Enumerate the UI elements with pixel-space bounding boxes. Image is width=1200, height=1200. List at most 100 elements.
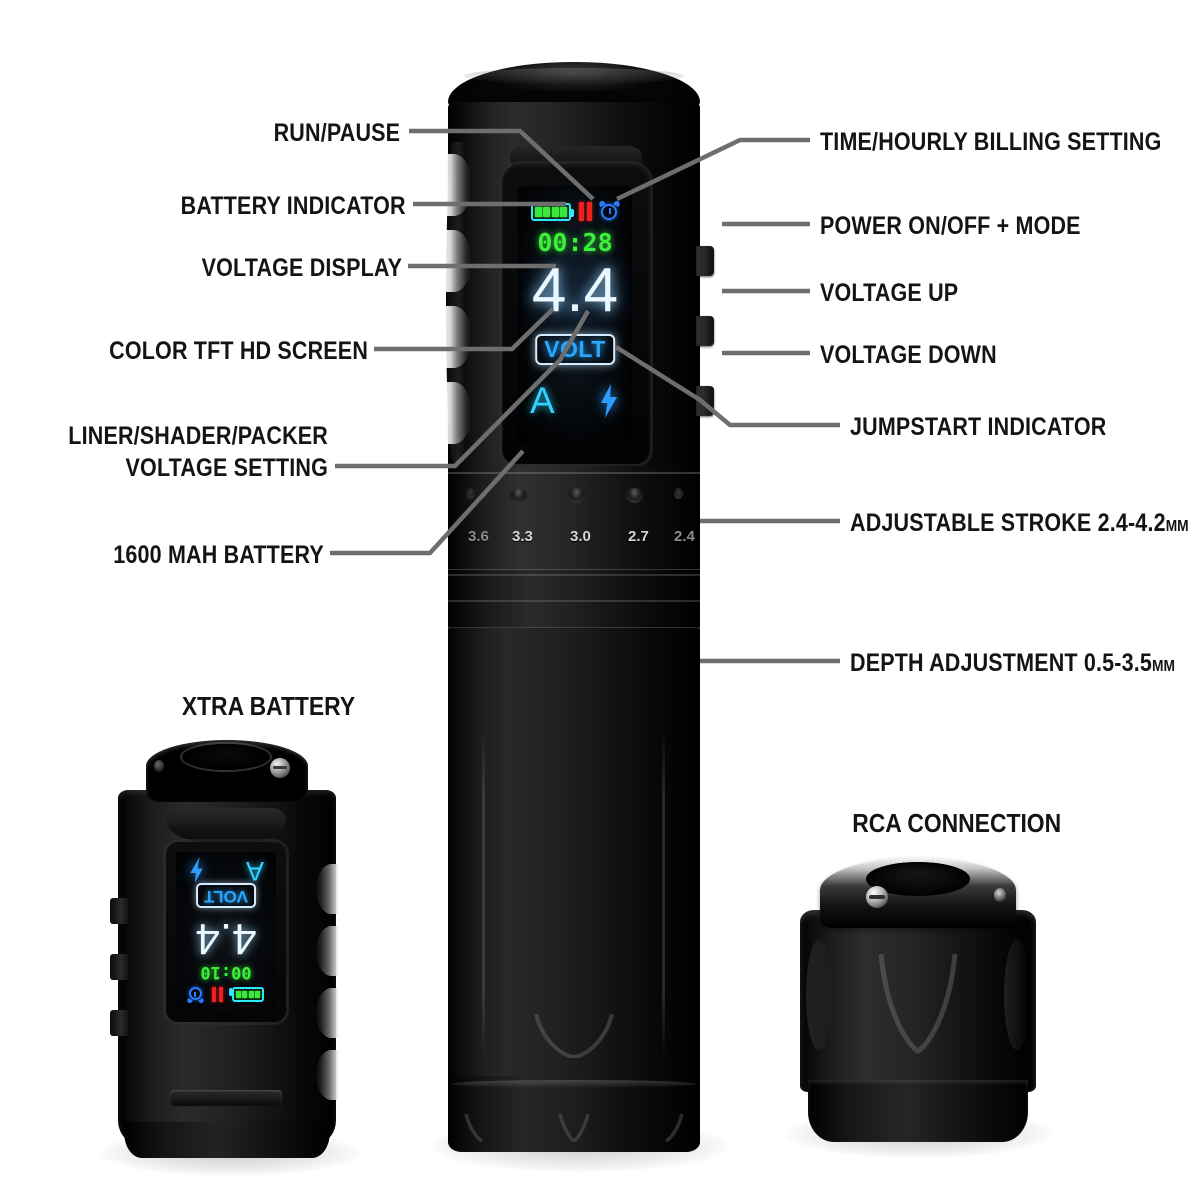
xtra-button[interactable] <box>110 1010 128 1036</box>
callout-voltage-setting-line1: LINER/SHADER/PACKER <box>68 422 328 450</box>
v-groove <box>875 954 961 1054</box>
adjustable-stroke-dial[interactable]: 3.6 3.3 3.0 2.7 2.4 <box>448 466 700 576</box>
rca-body <box>800 910 1036 1092</box>
xtra-contact-slot <box>170 1090 282 1106</box>
caption-rca-connection: RCA CONNECTION <box>852 808 1062 838</box>
grip-ridge <box>446 306 472 368</box>
grip-ridge <box>316 988 338 1038</box>
stroke-value: 3.3 <box>512 528 533 545</box>
voltage-up-button[interactable] <box>696 316 714 346</box>
pause-icon <box>212 987 223 1002</box>
xtra-button[interactable] <box>110 954 128 980</box>
grip-ridge <box>446 382 472 444</box>
xtra-volt-unit-badge: VOLT <box>195 883 257 908</box>
stroke-value: 3.6 <box>468 528 489 545</box>
grip-groove <box>482 728 485 1058</box>
voltage-down-button[interactable] <box>696 386 714 416</box>
alarm-clock-icon[interactable] <box>598 199 621 221</box>
body-highlight <box>806 940 832 1050</box>
callout-jumpstart-indicator: JUMPSTART INDICATOR <box>850 413 1107 441</box>
dial-hole <box>626 488 643 503</box>
callout-time-hourly-billing: TIME/HOURLY BILLING SETTING <box>820 128 1162 156</box>
lightning-bolt-icon <box>188 857 205 884</box>
pause-icon[interactable] <box>579 202 592 221</box>
mode-letter: A <box>530 380 555 421</box>
xtra-status-row <box>176 987 276 1004</box>
callout-depth-adjustment-text: DEPTH ADJUSTMENT 0.5-3.5 <box>850 649 1153 677</box>
callout-adjustable-stroke-text: ADJUSTABLE STROKE 2.4-4.2 <box>850 509 1166 537</box>
collar-screw <box>154 760 164 772</box>
callout-battery-capacity: 1600 MAH BATTERY <box>113 541 324 569</box>
xtra-battery-module: 00:10 4.4 VOLT A <box>110 740 338 1160</box>
depth-adjustment-grip[interactable] <box>448 628 700 1098</box>
dial-edge-line <box>448 472 700 474</box>
stroke-value: 2.7 <box>628 528 649 545</box>
v-groove <box>557 1114 591 1142</box>
stroke-value: 2.4 <box>674 528 695 545</box>
collar-bore <box>182 744 270 770</box>
battery-full-icon <box>531 202 574 221</box>
rca-base <box>808 1080 1028 1142</box>
xtra-battery-base <box>124 1122 330 1158</box>
mode-letter: A <box>245 856 264 886</box>
callout-adjustable-stroke-unit: MM <box>1165 518 1189 535</box>
callout-voltage-up: VOLTAGE UP <box>820 279 959 307</box>
xtra-button[interactable] <box>110 898 128 924</box>
xtra-battery-collar <box>146 740 308 802</box>
collar-line <box>448 574 700 576</box>
pen-collar <box>448 570 700 632</box>
pen-upper-barrel: 00:28 4.4 VOLT A <box>446 102 714 474</box>
body-highlight <box>1004 940 1030 1050</box>
xtra-battery-screen[interactable]: 00:10 4.4 VOLT A <box>176 852 276 1012</box>
callout-run-pause: RUN/PAUSE <box>273 119 400 147</box>
v-groove <box>464 1114 498 1142</box>
screen-status-row <box>518 199 632 221</box>
base-highlight <box>452 1080 696 1088</box>
power-on-off-mode-button[interactable] <box>696 246 714 276</box>
grip-ridge <box>316 926 338 976</box>
volt-unit-badge: VOLT <box>535 334 615 366</box>
callout-power-on-off-mode: POWER ON/OFF + MODE <box>820 212 1081 240</box>
xtra-voltage-readout: 4.4 <box>195 914 257 963</box>
xtra-battery-body: 00:10 4.4 VOLT A <box>110 790 338 1142</box>
xtra-timer-readout: 00:10 <box>200 962 252 982</box>
v-groove <box>533 1014 615 1058</box>
callout-voltage-display: VOLTAGE DISPLAY <box>201 254 402 282</box>
timer-readout: 00:28 <box>537 228 613 257</box>
rca-collar <box>820 858 1016 928</box>
grip-ridge <box>446 230 472 292</box>
xtra-mode-row: A <box>188 856 264 886</box>
callout-color-tft-hd-screen: COLOR TFT HD SCREEN <box>109 337 368 365</box>
color-tft-hd-screen[interactable]: 00:28 4.4 VOLT A <box>518 186 632 442</box>
dial-hole <box>568 488 585 503</box>
alarm-clock-icon <box>186 987 205 1004</box>
screen-mode-row: A <box>530 382 620 419</box>
grip-ridge <box>316 864 338 914</box>
dial-hole <box>466 488 475 499</box>
dial-hole <box>510 488 527 503</box>
callout-voltage-setting-line2: VOLTAGE SETTING <box>125 454 329 482</box>
battery-full-icon <box>232 987 264 1002</box>
callout-voltage-setting: LINER/SHADER/PACKER VOLTAGE SETTING <box>53 420 328 484</box>
callout-depth-adjustment-unit: MM <box>1152 658 1175 675</box>
dial-hole <box>674 488 683 499</box>
pen-base-ring <box>448 1076 700 1152</box>
v-groove <box>650 1114 684 1142</box>
callout-battery-indicator: BATTERY INDICATOR <box>180 192 406 220</box>
xtra-screen-hood <box>166 808 286 842</box>
callout-adjustable-stroke: ADJUSTABLE STROKE 2.4-4.2MM <box>850 508 1189 539</box>
collar-screw <box>270 758 290 778</box>
grip-ridge <box>446 154 472 216</box>
voltage-readout: 4.4 <box>531 256 619 325</box>
lightning-bolt-icon <box>598 383 620 418</box>
collar-line <box>448 600 700 602</box>
collar-screw <box>866 886 888 908</box>
grip-groove <box>662 728 665 1058</box>
caption-xtra-battery: XTRA BATTERY <box>181 691 356 721</box>
callout-voltage-down: VOLTAGE DOWN <box>820 341 997 369</box>
collar-screw <box>994 888 1006 902</box>
tattoo-pen-machine: 00:28 4.4 VOLT A <box>446 62 714 1152</box>
callout-depth-adjustment: DEPTH ADJUSTMENT 0.5-3.5MM <box>850 648 1175 679</box>
rca-connection-module <box>800 858 1036 1148</box>
